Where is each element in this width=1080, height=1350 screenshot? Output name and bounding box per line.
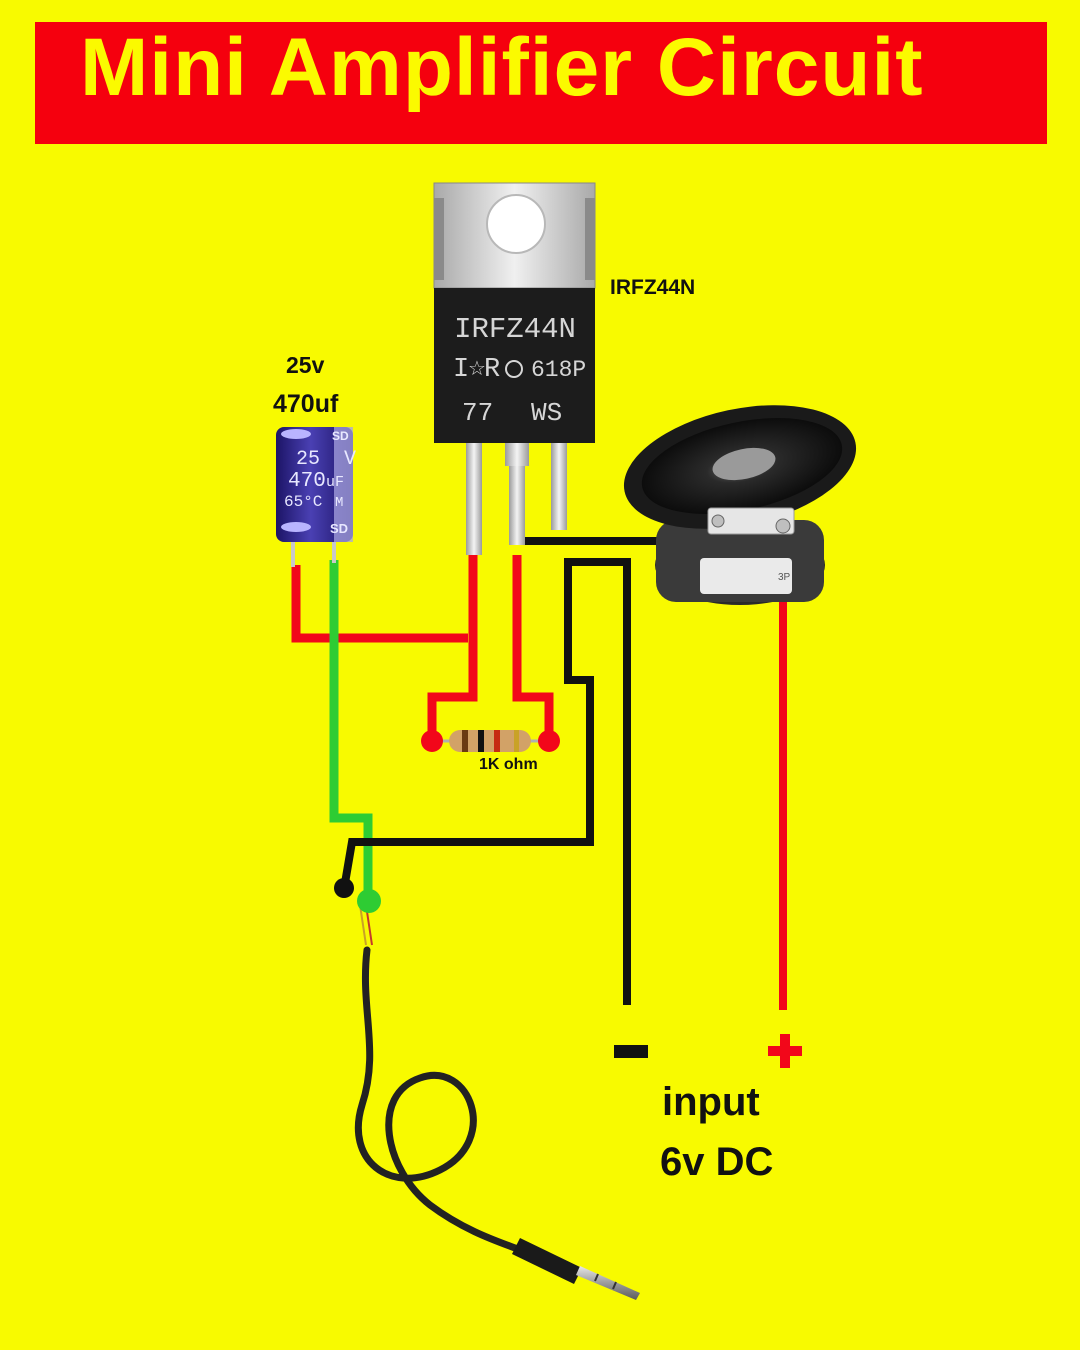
speaker-terminal-negative xyxy=(711,514,725,528)
black-wire-negative xyxy=(341,558,631,1005)
mosfet-marking-logo-i: I xyxy=(453,355,469,385)
capacitor-marking-1: 25 V xyxy=(296,448,356,471)
mosfet-irfz44n: IRFZ44N I ☆ R 618P 77 WS xyxy=(433,182,596,555)
mosfet-marking-3b: WS xyxy=(531,398,562,428)
audio-plug-body xyxy=(512,1238,582,1284)
title-banner xyxy=(35,22,1047,144)
mosfet-leg-gate xyxy=(466,440,482,555)
power-input-label: input xyxy=(662,1080,760,1124)
capacitor-capacitance-label: 470uf xyxy=(273,390,339,418)
mosfet-marking-3a: 77 xyxy=(462,398,493,428)
resistor-joint-right xyxy=(538,730,560,752)
mosfet-label: IRFZ44N xyxy=(610,276,696,299)
audio-jack-cable xyxy=(354,904,640,1300)
capacitor-brand-bottom: SD xyxy=(330,521,348,536)
capacitor-lead-plus xyxy=(291,535,295,567)
red-wire-drain xyxy=(512,555,554,740)
mosfet-mounting-hole xyxy=(486,194,546,254)
resistor-joint-left xyxy=(421,730,443,752)
capacitor-470uf: SD 25 V 470 uF 65°C M SD xyxy=(276,427,356,567)
mosfet-marking-logo-r: R xyxy=(484,355,500,385)
mosfet-leg-drain xyxy=(509,440,525,545)
mosfet-marking-2: 618P xyxy=(531,357,586,383)
mosfet-body xyxy=(434,288,595,443)
capacitor-marking-3: 65°C xyxy=(284,493,322,511)
capacitor-lead-minus xyxy=(332,535,336,563)
capacitor-voltage-label: 25v xyxy=(286,352,325,378)
capacitor-marking-3-extra: M xyxy=(335,495,343,511)
resistor-label: 1K ohm xyxy=(479,756,538,773)
capacitor-body xyxy=(276,427,353,542)
resistor-body xyxy=(449,730,531,752)
joint-audio-ground xyxy=(334,878,354,898)
speaker: 3P xyxy=(623,405,857,605)
capacitor-marking-2: 470 xyxy=(288,470,326,493)
speaker-marking: 3P xyxy=(778,572,791,583)
mosfet-marking-1: IRFZ44N xyxy=(454,313,576,346)
speaker-terminal-positive xyxy=(775,518,791,534)
wires xyxy=(291,537,787,1010)
power-plus-sign xyxy=(768,1034,802,1068)
red-wire-capacitor xyxy=(291,565,468,643)
audio-plug-tip xyxy=(576,1266,640,1300)
capacitor-marking-2-unit: uF xyxy=(326,474,344,491)
speaker-terminal-block xyxy=(707,507,795,535)
page-title: Mini Amplifier Circuit xyxy=(80,22,924,113)
svg-text:☆: ☆ xyxy=(468,356,486,380)
resistor-1k xyxy=(421,730,560,752)
audio-cable xyxy=(354,946,529,1256)
red-wire-gate xyxy=(427,555,478,740)
capacitor-brand-top: SD xyxy=(332,429,349,443)
mosfet-leg-source xyxy=(551,440,567,530)
power-minus-sign xyxy=(614,1045,648,1058)
speaker-magnet-label xyxy=(700,558,792,594)
power-voltage-label: 6v DC xyxy=(660,1140,774,1184)
green-wire-signal xyxy=(329,560,373,898)
joint-audio-signal xyxy=(357,889,381,913)
